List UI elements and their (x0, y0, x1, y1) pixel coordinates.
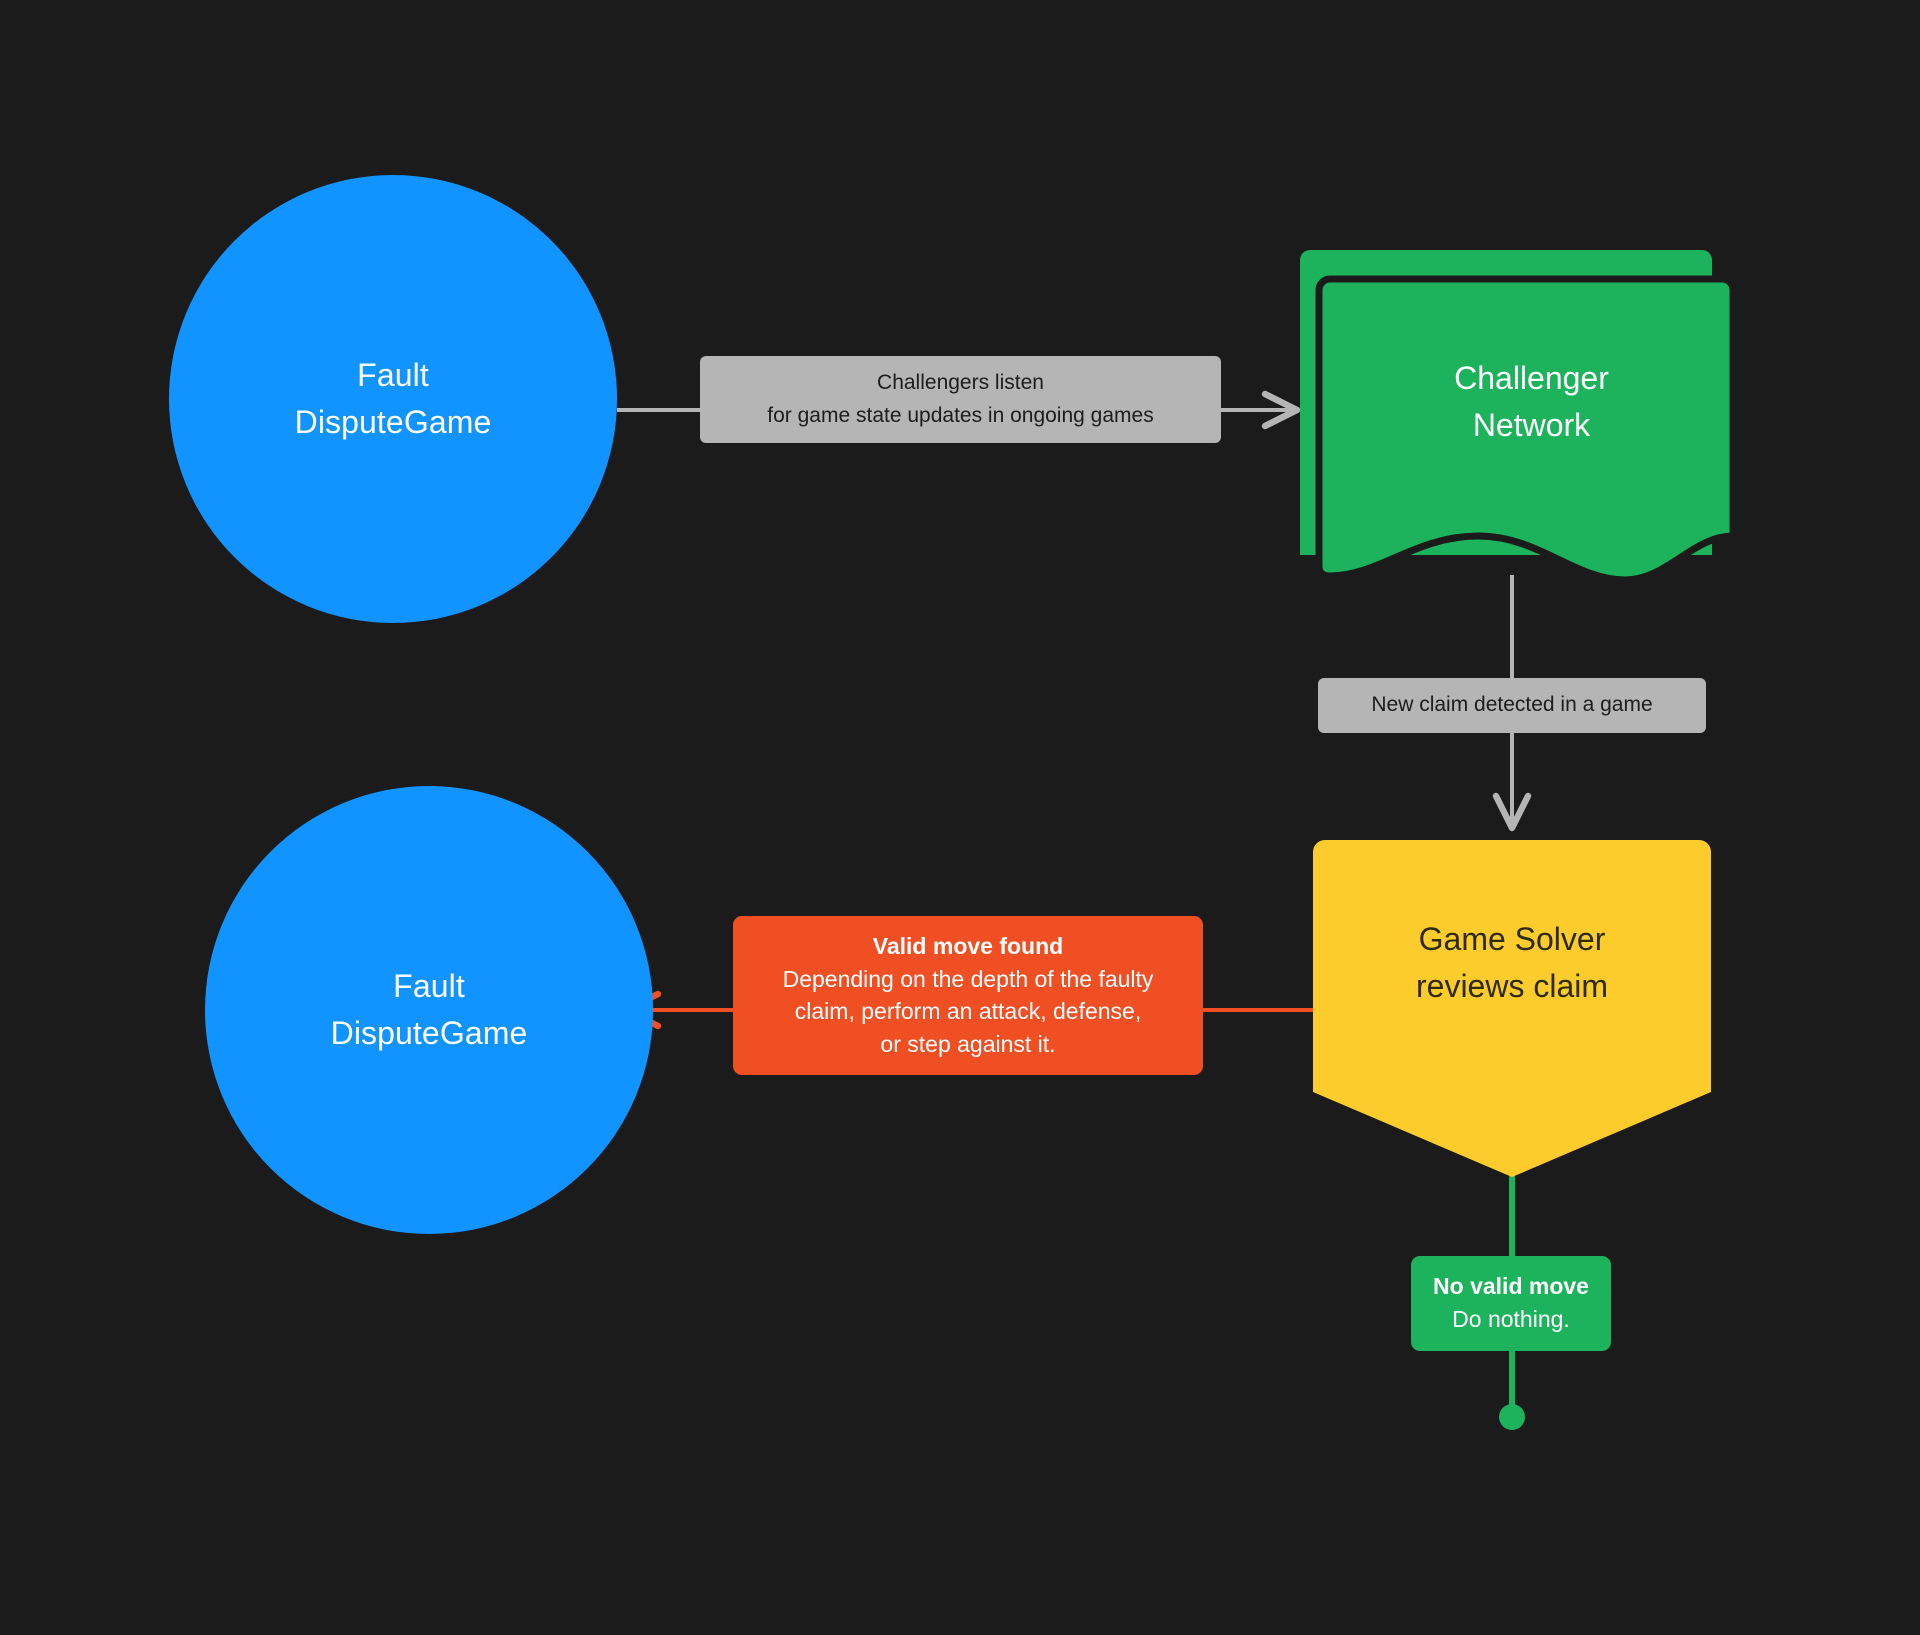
node-label-line: Network (1472, 407, 1591, 444)
edge-label-no-valid-move: No valid move Do nothing. (1411, 1256, 1611, 1351)
edge-label-line: Challengers listen (877, 371, 1044, 394)
edge-label-valid-move-found: Valid move found Depending on the depth … (733, 916, 1203, 1075)
edge-label-line: claim, perform an attack, defense, (794, 998, 1142, 1025)
node-challenger-network[interactable]: Challenger Network (1330, 279, 1733, 569)
node-fault-dispute-game-bottom[interactable]: Fault DisputeGame (205, 786, 653, 1234)
terminator-dot (1499, 1404, 1525, 1430)
edge-label-line: for game state updates in ongoing games (767, 403, 1154, 427)
node-game-solver-text: Game Solver reviews claim (1313, 916, 1711, 1011)
edge-label-challengers-listen: Challengers listen for game state update… (700, 356, 1221, 444)
node-label-line: Challenger (1454, 360, 1609, 396)
node-label-line: DisputeGame (330, 1015, 528, 1051)
edge-label-new-claim: New claim detected in a game (1318, 678, 1706, 733)
node-label-line: reviews claim (1415, 968, 1609, 1005)
edge-label-title: No valid move (1433, 1273, 1589, 1299)
edge-label-line: New claim detected in a game (1371, 693, 1653, 716)
node-challenger-network-text: Challenger Network (1330, 355, 1733, 450)
edge-label-line: or step against it. (880, 1030, 1056, 1057)
node-label-line: DisputeGame (294, 404, 492, 440)
node-fault-dispute-game-top[interactable]: Fault DisputeGame (169, 175, 617, 623)
node-label-line: Fault (357, 356, 429, 393)
edge-label-title: Valid move found (872, 933, 1064, 959)
edge-label-line: Do nothing. (1452, 1306, 1570, 1333)
edge-label-line: Depending on the depth of the faulty (782, 965, 1154, 992)
node-label-line: Fault (393, 967, 465, 1004)
node-game-solver[interactable]: Game Solver reviews claim (1313, 840, 1711, 1177)
node-label-line: Game Solver (1418, 921, 1606, 957)
